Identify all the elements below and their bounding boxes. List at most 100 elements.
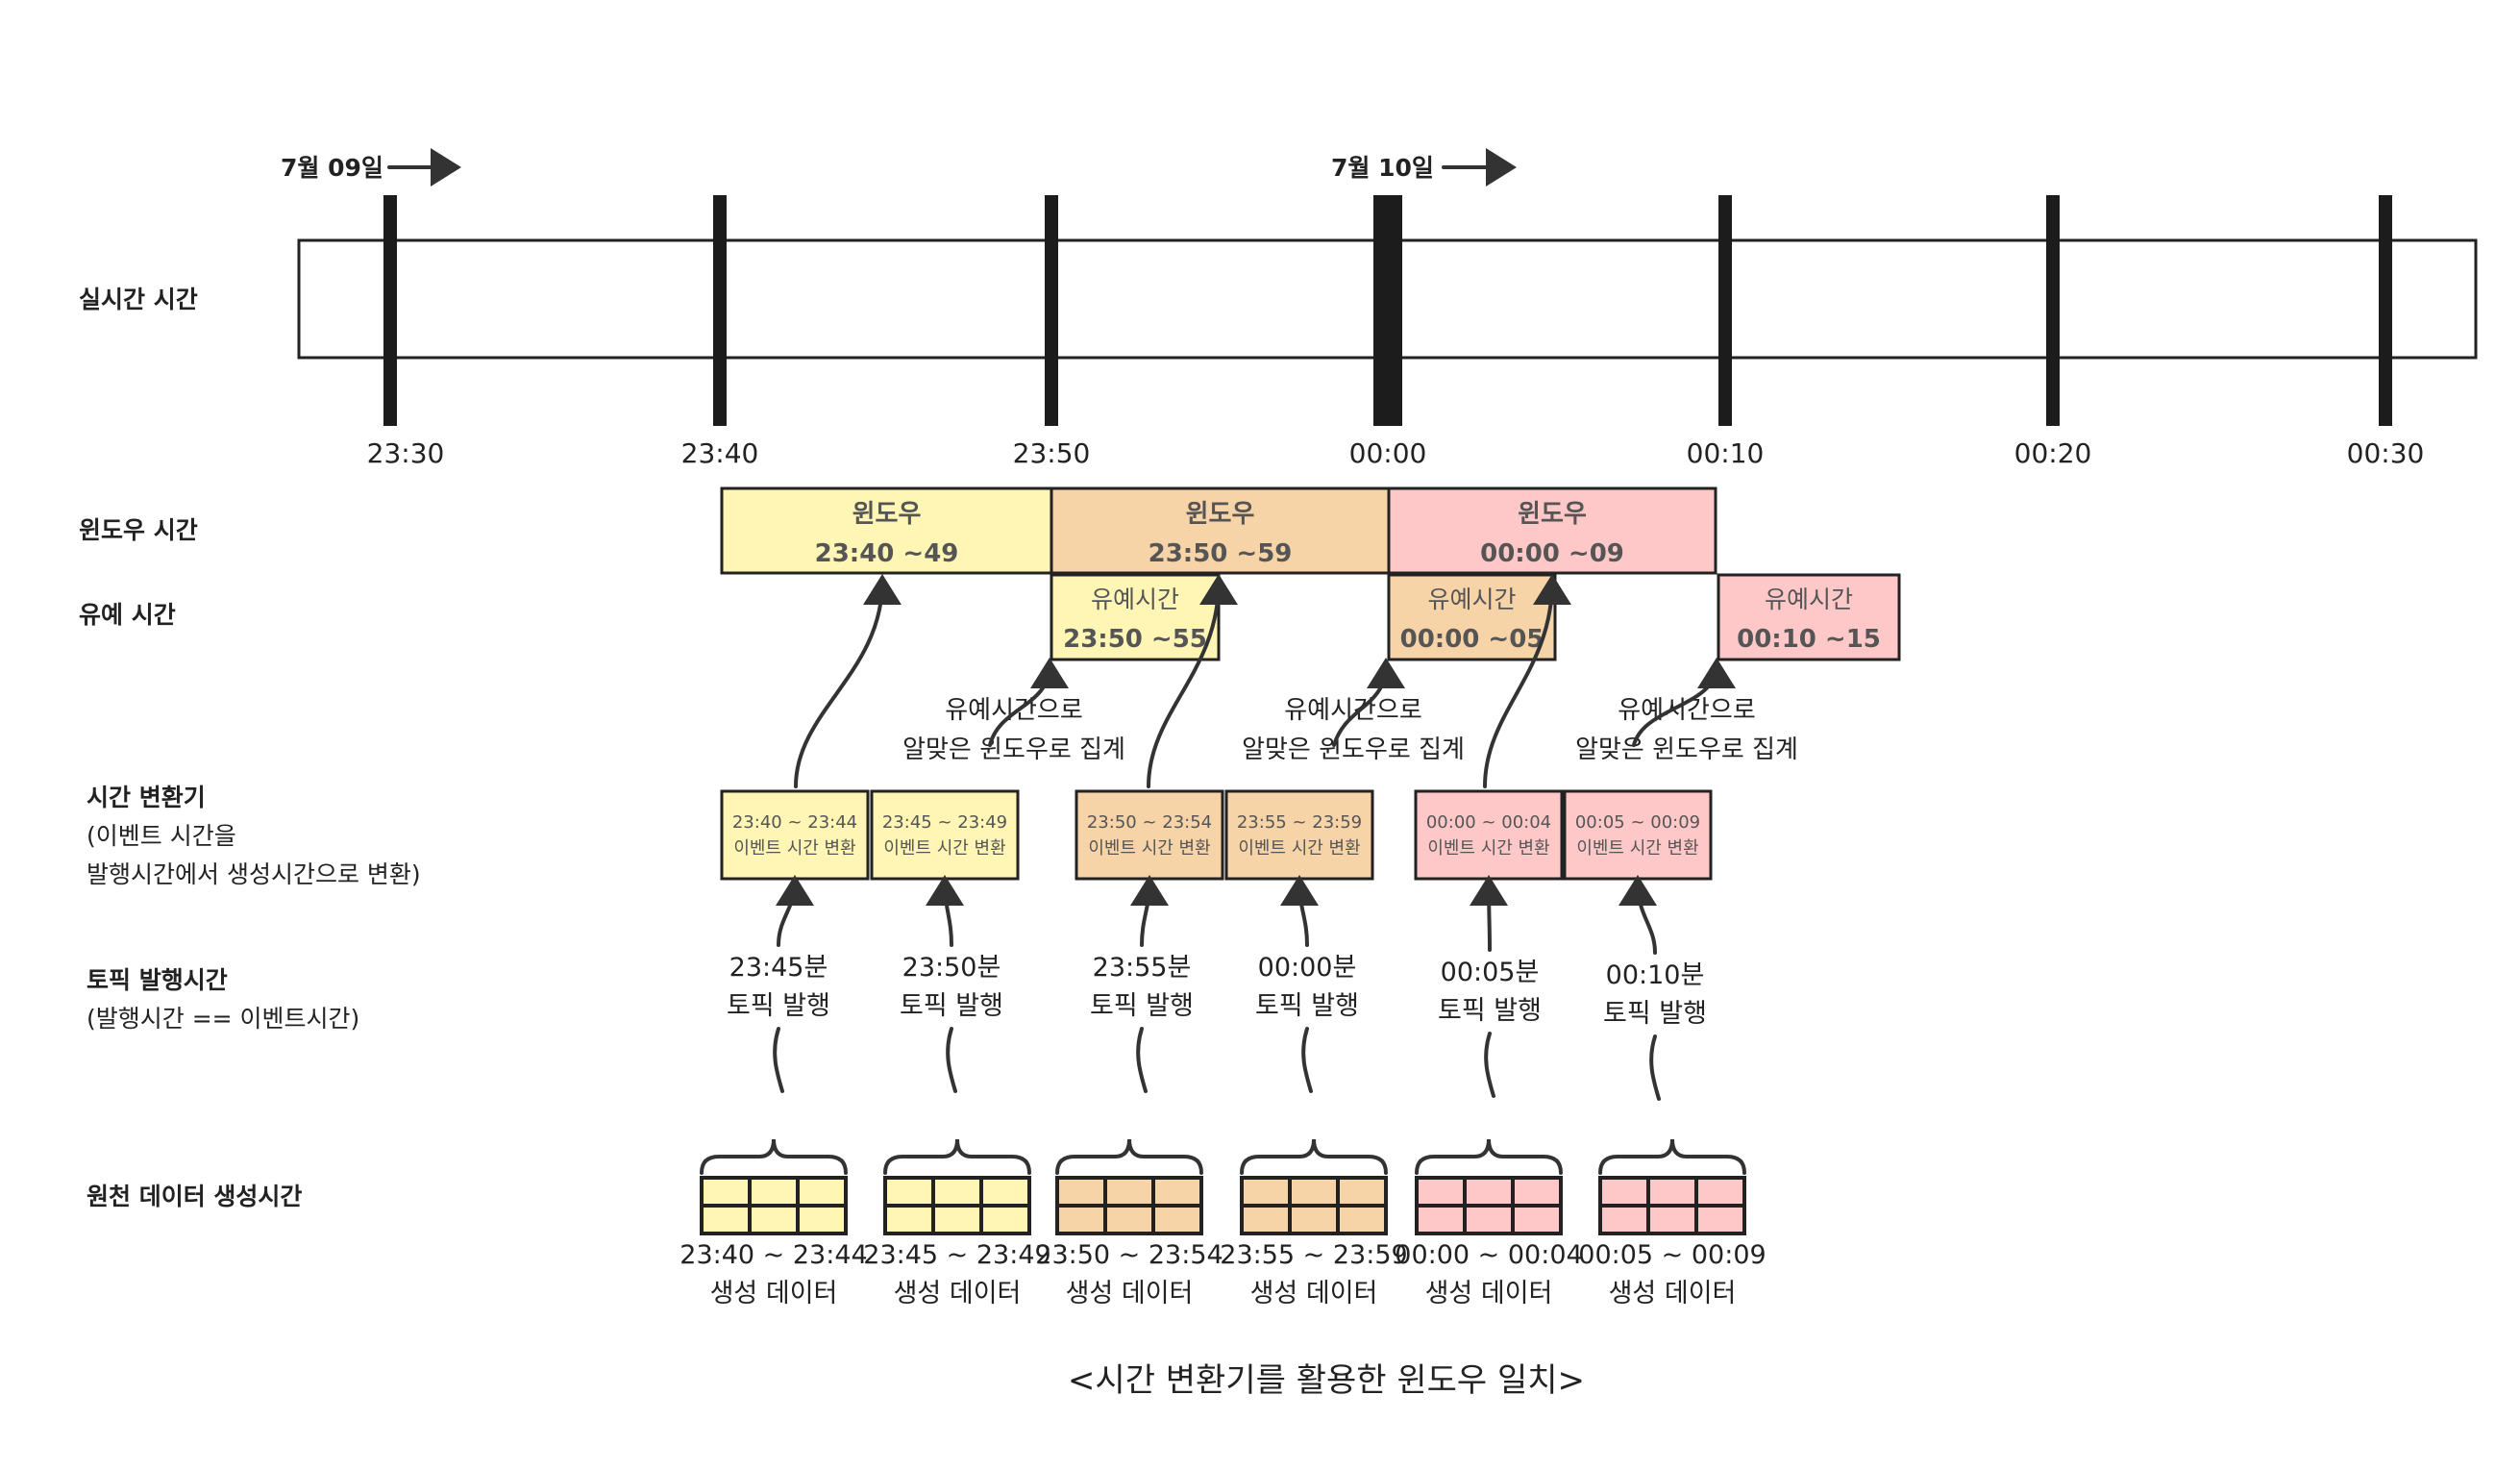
converter-label-1: 이벤트 시간 변환 [883,838,1005,859]
grace-row: 유예시간 23:50 ~55 유예시간 00:00 ~05 유예시간 00:10 ~15 [1050,573,1901,661]
connector-note3-grace [1632,658,1736,747]
window-range-0: 23:40 ~49 [815,539,959,568]
tick-label-3: 00:00 [1349,437,1427,469]
grace-box-2 [1717,573,1901,661]
tick-label-2: 23:50 [1013,437,1091,469]
tick-mark-4 [1718,195,1732,426]
converter-box-5 [1563,789,1713,881]
connector-conv1-window1 [794,574,902,788]
grace-note-2-line2: 알맞은 윈도우로 집계 [1242,735,1465,764]
grace-title-0: 유예시간 [1091,586,1179,613]
tick-mark-6 [2379,195,2392,426]
grace-note-2-line1: 유예시간으로 [1284,696,1422,725]
source-row-label: 원천 데이터 생성시간 [86,1183,302,1210]
line-source-to-topic-4 [1484,1032,1495,1098]
tick-label-4: 00:10 [1687,437,1765,469]
converter-box-1 [870,789,1020,881]
converter-range-4: 00:00 ~ 00:04 [1426,812,1551,833]
converter-range-1: 23:45 ~ 23:49 [882,812,1007,833]
source-brace-2 [1055,1138,1203,1175]
diagram-caption: <시간 변환기를 활용한 윈도우 일치> [1068,1361,1585,1400]
window-box-2 [1387,486,1717,575]
topic-label-2: 토픽 발행 [1090,991,1194,1021]
window-range-2: 00:00 ~09 [1480,539,1624,568]
timeline-ticks: 23:30 23:40 23:50 00:00 00:10 00:20 00:30 [367,195,2425,469]
topic-label-1: 토픽 발행 [900,991,1003,1021]
source-label-3: 생성 데이터 [1250,1279,1378,1308]
converter-row-title: 시간 변환기 [86,784,206,811]
converter-label-5: 이벤트 시간 변환 [1576,838,1698,859]
tick-label-1: 23:40 [681,437,759,469]
realtime-row-label: 실시간 시간 [79,286,198,313]
source-brace-4 [1415,1138,1563,1175]
topic-row-sub: (발행시간 == 이벤트시간) [86,1005,359,1033]
source-brace-3 [1240,1138,1388,1175]
converter-label-2: 이벤트 시간 변환 [1088,838,1210,859]
source-brace-5 [1598,1138,1746,1175]
window-range-1: 23:50 ~59 [1149,539,1293,568]
grace-note-3-line2: 알맞은 윈도우로 집계 [1575,735,1798,764]
line-source-to-topic-1 [946,1027,957,1093]
topic-time-3: 00:00분 [1258,953,1357,983]
grace-range-0: 23:50 ~55 [1063,625,1207,654]
connector-conv5-window3 [1483,574,1571,788]
source-row: 23:40 ~ 23:44 생성 데이터 23:45 ~ 23:49 생성 데이터 23… [679,1138,1766,1308]
line-source-to-topic-5 [1649,1034,1661,1101]
source-label-2: 생성 데이터 [1066,1279,1194,1308]
tick-mark-5 [2046,195,2060,426]
grace-title-1: 유예시간 [1427,586,1516,613]
topic-time-5: 00:10분 [1606,960,1705,990]
grace-box-1 [1387,573,1557,661]
converter-range-2: 23:50 ~ 23:54 [1087,812,1212,833]
grace-range-1: 00:00 ~05 [1400,625,1544,654]
source-range-0: 23:40 ~ 23:44 [679,1240,867,1270]
window-row-label: 윈도우 시간 [79,516,198,544]
grace-title-2: 유예시간 [1765,586,1853,613]
grace-box-0 [1050,573,1221,661]
arrow-topic-to-converter-1 [926,875,965,947]
topic-label-4: 토픽 발행 [1438,996,1542,1026]
date-label-jul10: 7월 10일 [1331,154,1434,182]
converter-label-4: 이벤트 시간 변환 [1427,838,1549,859]
tick-mark-3 [1373,195,1402,426]
arrow-topic-to-converter-2 [1129,875,1169,947]
window-box-0 [720,486,1053,575]
arrow-topic-to-converter-4 [1470,875,1509,952]
tick-label-5: 00:20 [2014,437,2092,469]
source-range-3: 23:55 ~ 23:59 [1220,1240,1407,1270]
line-source-to-topic-2 [1136,1027,1148,1093]
source-range-2: 23:50 ~ 23:54 [1035,1240,1223,1270]
converter-row: 23:40 ~ 23:44 이벤트 시간 변환 23:45 ~ 23:49 이벤트 시… [720,789,1713,881]
window-title-2: 윈도우 [1518,500,1587,529]
topic-time-1: 23:50분 [902,953,1001,983]
tick-label-0: 23:30 [367,437,445,469]
arrow-topic-to-converter-0 [775,875,814,947]
window-title-1: 윈도우 [1186,500,1255,529]
converter-row-sub1: (이벤트 시간을 [86,822,236,850]
grace-range-2: 00:10 ~15 [1737,625,1881,654]
converter-box-2 [1075,789,1224,881]
tick-label-6: 00:30 [2347,437,2425,469]
arrow-topic-to-converter-5 [1618,875,1658,955]
window-box-1 [1050,486,1391,575]
connector-conv3-window2 [1147,574,1238,788]
topic-row-title: 토픽 발행시간 [86,966,228,994]
converter-range-0: 23:40 ~ 23:44 [732,812,857,833]
topic-label-0: 토픽 발행 [727,991,830,1021]
grace-note-1-line2: 알맞은 윈도우로 집계 [902,735,1125,764]
topic-time-0: 23:45분 [729,953,828,983]
source-range-1: 23:45 ~ 23:49 [863,1240,1050,1270]
converter-row-sub2: 발행시간에서 생성시간으로 변환) [86,860,421,888]
source-range-5: 00:05 ~ 00:09 [1578,1240,1766,1270]
converter-box-3 [1224,789,1374,881]
converter-box-4 [1414,789,1564,881]
converter-label-3: 이벤트 시간 변환 [1238,838,1360,859]
tick-mark-2 [1045,195,1058,426]
source-label-4: 생성 데이터 [1425,1279,1553,1308]
line-source-to-topic-0 [773,1027,784,1093]
converter-range-3: 23:55 ~ 23:59 [1237,812,1362,833]
converter-range-5: 00:05 ~ 00:09 [1575,812,1700,833]
source-label-0: 생성 데이터 [710,1279,838,1308]
